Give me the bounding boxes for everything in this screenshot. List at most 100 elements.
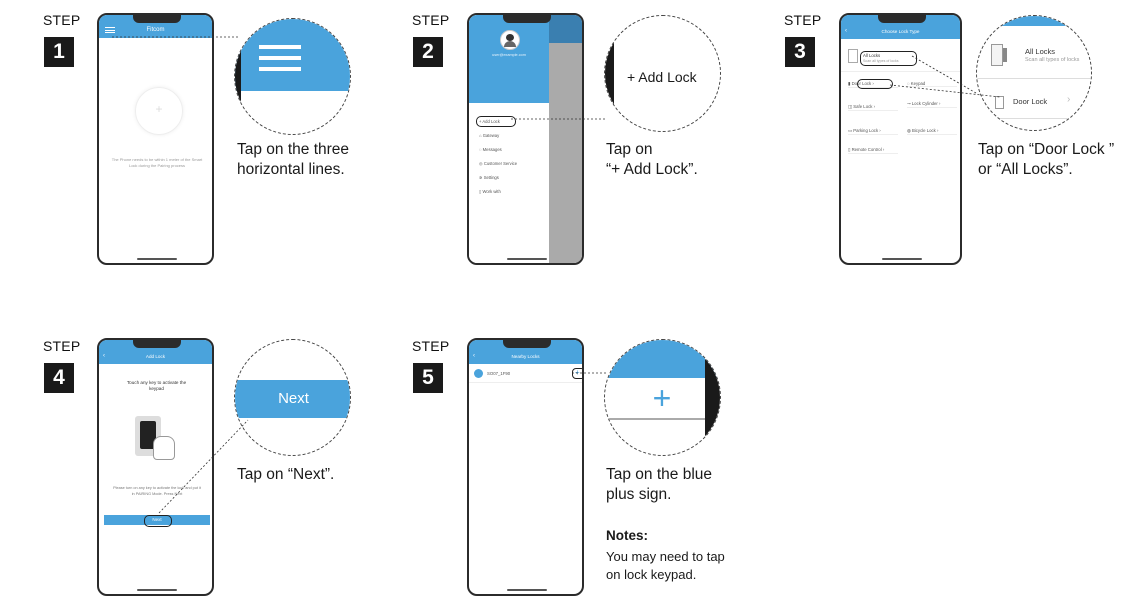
back-arrow-icon[interactable]: ‹ [103,353,105,359]
drawer-header: user@example.com [469,15,549,103]
step-2-caption: Tap on “+ Add Lock”. [606,140,698,180]
plus-highlight [572,368,582,379]
service-icon: ◎ [479,161,484,166]
keypad-instruction: Touch any key to activate the keypad [126,380,187,391]
cell-label: Remote Control [851,147,882,152]
step-1-word: STEP [43,12,81,28]
step-4-word: STEP [43,338,81,354]
lock-handle [1003,48,1007,62]
phone-notch [503,340,551,348]
caption-line: or “All Locks”. [978,161,1073,178]
caption-line: Tap on “Door Lock ” [978,141,1115,158]
step-1-phone: Fitcom + The Phone needs to be within 1 … [97,13,214,265]
grid-parking-lock[interactable]: ▭ Parking Lock › [848,128,898,135]
next-button[interactable]: Next [104,515,210,525]
step-1-zoom [234,18,351,135]
menu-add-lock[interactable]: + Add Lock [479,119,500,124]
all-locks-highlight [860,51,917,66]
door-lock-icon [995,96,1004,109]
cell-label: Parking Lock [853,128,879,133]
menu-settings[interactable]: ✲ Settings [479,175,499,180]
grid-bicycle-lock[interactable]: ◍ Bicycle Lock › [907,128,957,135]
side-drawer: user@example.com + Add Lock ⌂ Gateway ◌ … [469,15,549,263]
pairing-instruction: Please turn on any key to activate the l… [113,486,201,496]
device-name[interactable]: SO07_1F90 [487,371,511,376]
grid-remote-control[interactable]: ▯ Remote Control › [848,147,898,154]
zoom-door-lock-label[interactable]: Door Lock [1013,97,1048,106]
plus-icon: + [479,119,483,124]
menu-customer-service[interactable]: ◎ Customer Service [479,161,517,166]
phone-notch [133,340,181,348]
home-indicator [882,258,922,260]
all-locks-label[interactable]: All Locks [863,53,881,58]
step-4-phone: ‹ Add Lock Touch any key to activate the… [97,338,214,596]
step-2-phone: user@example.com + Add Lock ⌂ Gateway ◌ … [467,13,584,265]
link-icon: ▯ [479,189,483,194]
caption-line: Tap on the three [237,141,350,158]
keypad-icon: ◌ [907,81,911,86]
notes-line: You may need to tap [606,549,725,564]
step-2-zoom: + Add Lock [604,15,721,132]
phone-notch [133,15,181,23]
notes-body: You may need to tap on lock keypad. [606,548,725,584]
menu-label: Add Lock [482,119,500,124]
back-arrow-icon[interactable]: ‹ [845,28,847,34]
menu-messages[interactable]: ◌ Messages [479,147,502,152]
grid-keypad[interactable]: ◌ Keypad [907,81,957,87]
divider [977,118,1091,119]
gateway-icon: ⌂ [479,133,483,138]
hamburger-menu-icon[interactable] [259,45,301,75]
zoom-next-button[interactable]: Next [235,380,350,418]
step-5-word: STEP [412,338,450,354]
keypad-illustration [135,416,161,456]
avatar[interactable] [500,30,520,50]
hand-icon [153,436,175,460]
menu-label: Settings [483,175,499,180]
zoom-all-locks-sub: Scan all types of locks [1025,57,1080,63]
caption-line: Tap on the blue [606,466,713,483]
zoom-divider [605,418,705,420]
caption-line: Tap on “Next”. [237,466,335,483]
all-locks-sub: Scan all types of locks [863,59,899,63]
menu-label: Customer Service [483,161,518,166]
pairing-note: The Phone needs to be within 1 meter of … [111,157,203,168]
home-indicator [507,589,547,591]
home-indicator [507,258,547,260]
dimmed-appbar [549,15,582,43]
notes-line: on lock keypad. [606,567,697,582]
caption-line: plus sign. [606,486,672,503]
account-email: user@example.com [492,53,526,57]
zoom-add-lock-label[interactable]: + Add Lock [627,69,697,85]
step-4-appbar: ‹ Add Lock [99,340,212,364]
add-circle[interactable]: + [135,87,183,135]
bicycle-icon: ◍ [907,128,912,133]
cell-label: Lock Cylinder [911,101,938,106]
step-1-appbar: Fitcom [99,15,212,38]
step-4-number: 4 [44,363,74,393]
plus-icon[interactable]: + [575,368,580,377]
grid-lock-cylinder[interactable]: ⊸ Lock Cylinder › [907,101,957,108]
caption-line: horizontal lines. [237,161,345,178]
hamburger-menu-icon[interactable] [105,27,115,33]
zoom-appbar [235,19,350,91]
zoom-phone-edge [605,16,614,131]
back-arrow-icon[interactable]: ‹ [473,353,475,359]
step-4-zoom: Next [234,339,351,456]
menu-gateway[interactable]: ⌂ Gateway [479,133,499,138]
zoom-all-locks-label[interactable]: All Locks [1025,47,1056,56]
cell-label: Keypad [910,81,926,86]
app-title: Fitcom [146,27,165,33]
grid-safe-lock[interactable]: ◫ Safe Lock › [848,104,898,111]
step-4-caption: Tap on “Next”. [237,465,334,485]
home-indicator [137,258,177,260]
door-lock-highlight [857,79,893,89]
app-title: Add Lock [145,354,166,359]
lock-device-icon [474,369,483,378]
divider [841,71,960,72]
step-2-number: 2 [413,37,443,67]
menu-work-with[interactable]: ▯ Work with [479,189,501,194]
remote-icon: ▯ [848,147,852,152]
divider [977,78,1091,79]
plus-icon[interactable]: + [652,380,672,416]
lock-thumbnail-icon [848,49,858,63]
